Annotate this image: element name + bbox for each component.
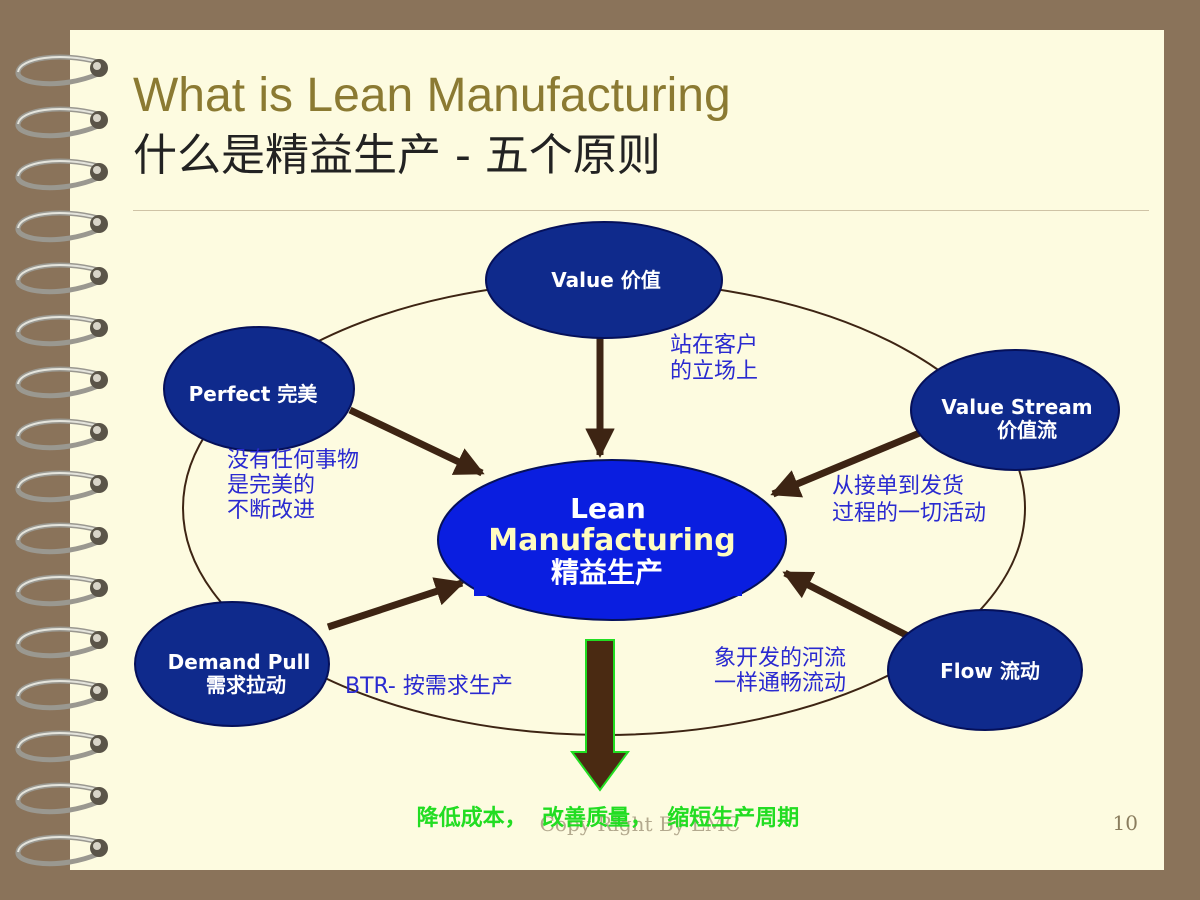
binding-ring (15, 262, 108, 295)
note-value-line1: 站在客户 (670, 333, 758, 358)
note-flow-line2: 一样通畅流动 (714, 671, 846, 696)
node-perfect: Perfect 完美 (163, 326, 355, 452)
page-number: 10 (1113, 811, 1138, 835)
binding-ring (15, 626, 108, 659)
note-demand-pull: BTR- 按需求生产 (345, 674, 513, 699)
slide-title-english: What is Lean Manufacturing (133, 69, 731, 122)
note-value-stream-line2: 过程的一切活动 (832, 501, 986, 526)
binding-ring (15, 522, 108, 555)
binding-ring (15, 678, 108, 711)
title-divider (133, 210, 1149, 211)
node-value-stream: Value Stream 价值流 (910, 349, 1120, 471)
center-label-line2: Manufacturing (488, 523, 736, 558)
note-perfect-line1: 没有任何事物 (227, 448, 359, 473)
binding-ring (15, 54, 108, 87)
binding-ring (15, 106, 108, 139)
arrow-perfect-to-center (348, 406, 485, 477)
binding-ring (15, 158, 108, 191)
node-flow: Flow 流动 (887, 609, 1083, 731)
binding-ring (15, 574, 108, 607)
node-value: Value 价值 (485, 221, 723, 339)
binding-ring (15, 314, 108, 347)
note-flow-line1: 象开发的河流 (714, 646, 846, 671)
node-demand-pull-label-line1: Demand Pull (168, 650, 311, 674)
arrow-demand-pull-to-center (326, 577, 465, 631)
binding-ring (15, 366, 108, 399)
binding-ring (15, 418, 108, 451)
binding-ring (15, 730, 108, 763)
center-label-line1: Lean (570, 492, 646, 525)
note-value-stream-line1: 从接单到发货 (832, 474, 964, 499)
node-value-stream-label-line2: 价值流 (997, 418, 1057, 442)
arrow-value-stream-to-center (770, 428, 924, 498)
binding-ring (15, 782, 108, 815)
arrow-flow-to-center (782, 569, 912, 641)
binding-ring (15, 470, 108, 503)
note-value-line2: 的立场上 (670, 359, 758, 384)
node-demand-pull: Demand Pull 需求拉动 (134, 601, 330, 727)
copyright-footer: Copy Right By LMC (540, 812, 741, 836)
binding-ring (15, 210, 108, 243)
note-perfect-line2: 是完美的 (227, 473, 315, 498)
node-demand-pull-label-line2: 需求拉动 (206, 673, 286, 697)
node-perfect-label: Perfect 完美 (189, 382, 319, 406)
center-label-line3: 精益生产 (551, 556, 663, 589)
node-flow-label: Flow 流动 (940, 659, 1040, 683)
result-down-arrow (570, 639, 630, 792)
note-perfect-line3: 不断改进 (227, 498, 315, 523)
binding-ring (15, 834, 108, 867)
center-node-lean-manufacturing: Lean Manufacturing 精益生产 (437, 459, 787, 621)
result-outcomes: 降低成本， 改善质量， 缩短生产周期 (417, 805, 800, 831)
node-value-label: Value 价值 (551, 268, 661, 292)
node-value-stream-label-line1: Value Stream (941, 395, 1092, 419)
slide-title-chinese: 什么是精益生产 - 五个原则 (133, 130, 661, 181)
